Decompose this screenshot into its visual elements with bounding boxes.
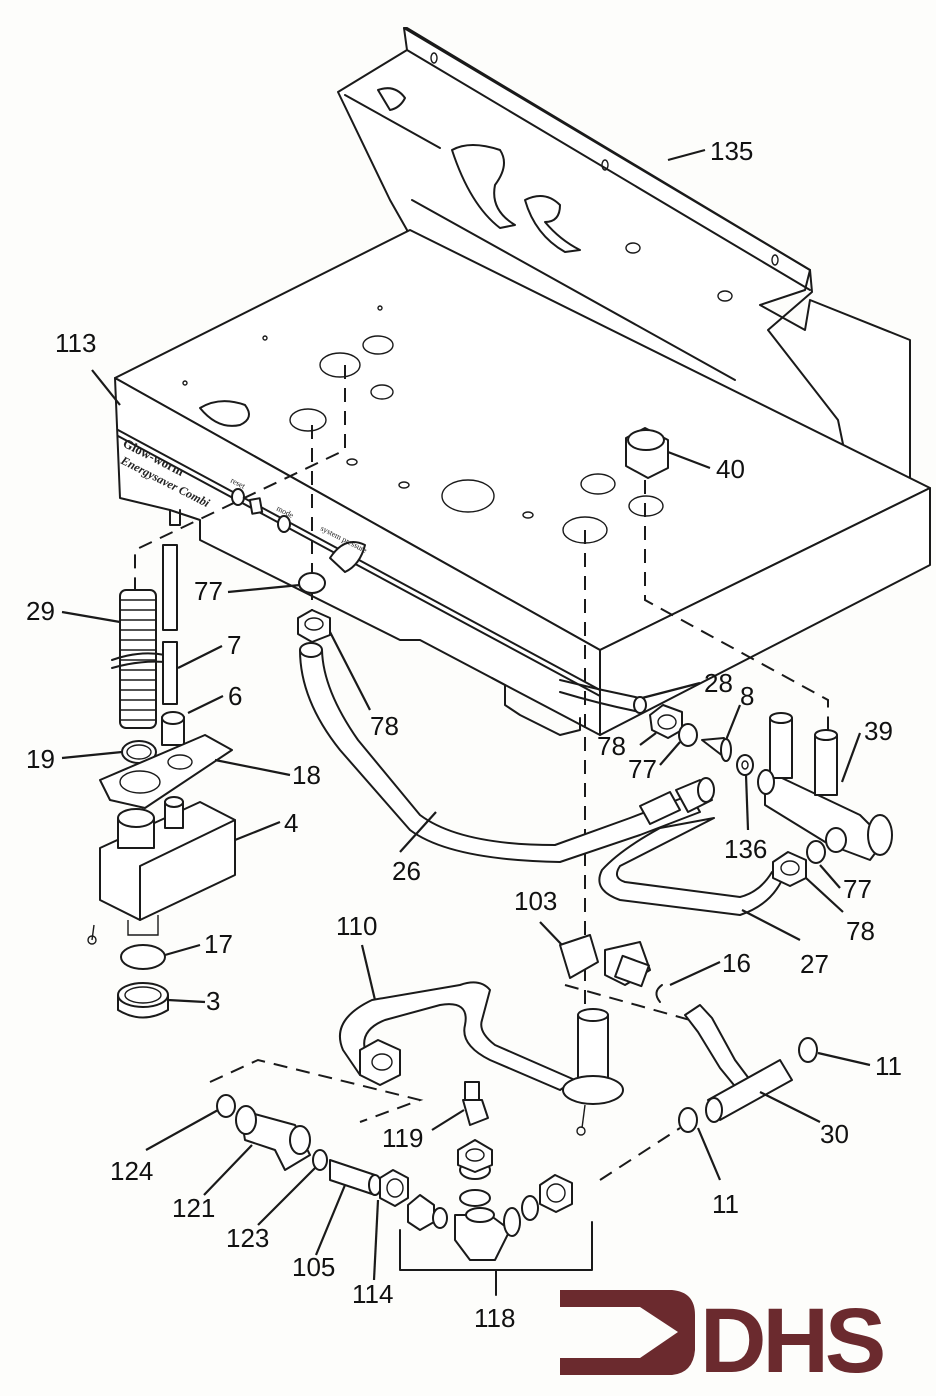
part-6-sleeve	[161, 711, 185, 746]
part-135-wall-bracket	[337, 27, 911, 493]
label-7: 7	[227, 630, 241, 660]
part-118-fitting-kit	[399, 1139, 593, 1296]
part-124-washer	[216, 1094, 236, 1118]
label-11-right: 11	[875, 1051, 902, 1081]
part-136-seal	[736, 754, 754, 776]
part-78-nut-lower	[772, 851, 807, 887]
label-30: 30	[820, 1119, 849, 1149]
part-114-nut	[379, 1169, 409, 1207]
part-7-tube	[162, 544, 178, 705]
label-77-right: 77	[628, 754, 657, 784]
dhs-arrow-mark	[560, 1290, 695, 1375]
label-17: 17	[204, 929, 233, 959]
label-18: 18	[292, 760, 321, 790]
label-8: 8	[740, 681, 754, 711]
label-27: 27	[800, 949, 829, 979]
part-28-stub-pipe	[559, 679, 647, 714]
label-16: 16	[722, 948, 751, 978]
label-78-top: 78	[370, 711, 399, 741]
part-30-tee	[705, 1059, 793, 1123]
part-123-washer	[312, 1149, 328, 1171]
label-26: 26	[392, 856, 421, 886]
part-121-elbow	[235, 1105, 311, 1171]
label-40: 40	[716, 454, 745, 484]
part-connector-pipe	[684, 1004, 751, 1091]
dhs-logo: DHS	[560, 1290, 887, 1392]
label-113: 113	[55, 328, 96, 358]
label-77-top: 77	[194, 576, 223, 606]
label-3: 3	[206, 986, 220, 1016]
part-18-gasket	[99, 734, 233, 809]
label-29: 29	[26, 596, 55, 626]
label-114: 114	[352, 1279, 393, 1309]
label-124: 124	[110, 1156, 153, 1186]
label-4: 4	[284, 808, 298, 838]
part-4-housing	[87, 796, 236, 945]
part-17-disc	[120, 944, 166, 970]
part-3-ring-nut	[117, 982, 169, 1019]
label-136: 136	[724, 834, 767, 864]
part-78-nut-top	[297, 609, 331, 643]
label-135: 135	[710, 136, 753, 166]
part-16-clip	[655, 984, 663, 1003]
label-77-lower: 77	[843, 874, 872, 904]
alignment-lines	[134, 365, 829, 1181]
label-105: 105	[292, 1252, 335, 1282]
part-27-pipe	[598, 817, 783, 916]
part-flange-pipe	[562, 1008, 624, 1136]
label-39: 39	[864, 716, 893, 746]
part-29-flue-spring	[111, 589, 166, 729]
label-11-lower: 11	[712, 1189, 739, 1219]
part-77-washer-lower	[806, 840, 826, 864]
label-123: 123	[226, 1223, 269, 1253]
part-78-nut-right	[649, 704, 683, 739]
part-40-hex-nut	[625, 427, 669, 479]
part-119-adapter	[462, 1081, 489, 1126]
label-118: 118	[474, 1303, 515, 1333]
label-119: 119	[382, 1123, 423, 1153]
part-39-manifold	[757, 712, 893, 861]
label-110: 110	[336, 911, 377, 941]
part-77-washer-top	[298, 572, 326, 594]
part-8-filter-cone	[701, 737, 732, 762]
part-110-pipe	[338, 981, 576, 1091]
label-78-right: 78	[597, 731, 626, 761]
label-103: 103	[514, 886, 557, 916]
part-11-cap-right	[798, 1037, 818, 1063]
part-105-pipe	[329, 1159, 382, 1196]
part-77-washer-right	[678, 723, 698, 747]
label-19: 19	[26, 744, 55, 774]
label-28: 28	[704, 668, 733, 698]
label-6: 6	[228, 681, 242, 711]
part-labels: 135 113 40 29 77 7 78 6 28 39 8 78 77 19…	[26, 136, 902, 1333]
part-113-boiler-casing: Glow-worm Energysaver Combi reset mode s…	[114, 229, 931, 736]
dhs-logo-text: DHS	[700, 1290, 883, 1392]
label-78-lower: 78	[846, 916, 875, 946]
label-121: 121	[172, 1193, 215, 1223]
leader-lines	[61, 148, 871, 1281]
part-103-valve	[559, 934, 651, 988]
part-26-pipe	[299, 642, 715, 863]
part-11-cap-lower	[678, 1107, 698, 1133]
